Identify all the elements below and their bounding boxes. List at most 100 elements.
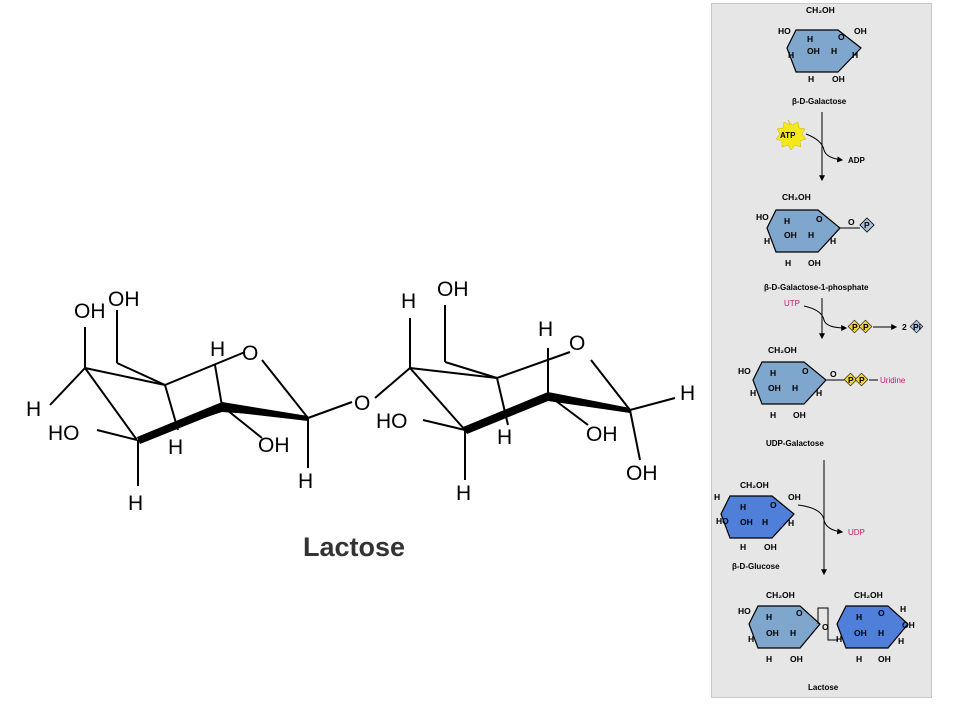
atom-oh-ch2-2: OH	[437, 278, 469, 301]
atom-o: O	[838, 32, 845, 42]
atom-oh: OH	[807, 46, 820, 56]
atom-h: H	[790, 628, 796, 638]
label-glucose: β-D-Glucose	[732, 562, 780, 571]
atom-oh-top: OH	[74, 300, 106, 323]
atom-oh: OH	[878, 654, 891, 664]
atom-h: H	[714, 492, 720, 502]
atom-h: H	[898, 636, 904, 646]
lactose-structure: OH OH H HO H H OH H H O O H OH H O H HO …	[26, 278, 695, 562]
atom-ch2oh: CH₂OH	[854, 590, 883, 600]
label-lactose: Lactose	[808, 683, 839, 692]
atom-h: H	[788, 518, 794, 528]
atom-h: H	[770, 410, 776, 420]
galactose-ring-right-wedge	[463, 392, 548, 434]
atom-h-bottom-2: H	[456, 482, 471, 505]
atom-h-top: H	[401, 290, 416, 313]
atom-ho: HO	[738, 366, 751, 376]
atom-oh-low-2: OH	[626, 462, 658, 485]
atom-o: O	[802, 366, 809, 376]
atom-ho: HO	[778, 26, 791, 36]
atom-oh-low: OH	[258, 434, 290, 457]
p-label: P	[863, 322, 869, 332]
atom-ho: HO	[738, 606, 751, 616]
atom-ch2oh: CH₂OH	[768, 345, 797, 355]
atom-h: H	[766, 612, 772, 622]
atom-oh: OH	[808, 258, 821, 268]
atom-h: H	[766, 654, 772, 664]
atom-h: H	[748, 634, 754, 644]
atom-oh: OH	[766, 628, 779, 638]
atom-ho: HO	[756, 212, 769, 222]
atom-ho-left: HO	[48, 422, 80, 445]
atom-ch2oh: CH₂OH	[782, 192, 811, 202]
galactose-ring	[786, 29, 862, 73]
adp-label: ADP	[848, 156, 866, 165]
atom-h: H	[740, 502, 746, 512]
atom-h-mid: H	[168, 436, 183, 459]
galactose-molecule: CH₂OH O HO OH H OH H H H H OH	[778, 5, 867, 84]
atom-h: H	[878, 628, 884, 638]
atp-label: ATP	[780, 131, 796, 140]
atom-h: H	[852, 50, 858, 60]
atom-oh: OH	[788, 492, 801, 502]
atom-bridge-o: O	[354, 392, 370, 415]
label-udp-galactose: UDP-Galactose	[766, 439, 824, 448]
uridine-label: Uridine	[880, 376, 906, 385]
atom-h: H	[750, 388, 756, 398]
atom-oh: OH	[740, 517, 753, 527]
utp-label: UTP	[784, 299, 800, 308]
atom-h-upper: H	[210, 338, 225, 361]
two-label: 2	[902, 322, 907, 332]
udp-label: UDP	[848, 528, 865, 537]
atom-h-upper-2: H	[538, 318, 553, 341]
atom-o: O	[830, 369, 837, 379]
atom-oh: OH	[854, 26, 867, 36]
atom-h: H	[785, 258, 791, 268]
atom-ch2oh: CH₂OH	[740, 480, 769, 490]
atom-h: H	[808, 230, 814, 240]
main-title: Lactose	[303, 532, 405, 562]
atom-h: H	[836, 634, 842, 644]
atom-oh: OH	[832, 74, 845, 84]
p-label: P	[852, 322, 858, 332]
atom-ch2oh: CH₂OH	[806, 5, 835, 15]
atom-h: H	[856, 612, 862, 622]
atom-oh: OH	[902, 620, 915, 630]
phosphate-diamond	[859, 217, 875, 233]
atom-o-ring: O	[242, 342, 258, 365]
atom-h: H	[740, 542, 746, 552]
lactose-product: CH₂OH CH₂OH HO H OH H H H OH O O H OH H …	[738, 590, 915, 664]
atom-ho: HO	[716, 516, 729, 526]
label-galactose-1-phosphate: β-D-Galactose-1-phosphate	[764, 283, 869, 292]
glucose-ring-left-bonds	[49, 310, 353, 486]
atom-h-low: H	[298, 470, 313, 493]
udp-galactose-molecule: CH₂OH O HO H OH H H H H OH O P P Uridine	[738, 345, 906, 420]
pi-diamond	[909, 319, 924, 334]
atom-oh: OH	[790, 654, 803, 664]
atom-h: H	[831, 46, 837, 56]
atom-oh-ch2: OH	[108, 288, 140, 311]
atom-h: H	[807, 34, 813, 44]
atom-o: O	[816, 214, 823, 224]
label-galactose: β-D-Galactose	[792, 97, 847, 106]
arrow-udp	[797, 504, 844, 535]
atom-h: H	[808, 74, 814, 84]
atom-o: O	[796, 608, 803, 618]
atom-oh: OH	[793, 410, 806, 420]
atom-h: H	[784, 216, 790, 226]
atom-h-left: H	[26, 398, 41, 421]
atom-oh: OH	[768, 383, 781, 393]
atom-ch2oh: CH₂OH	[766, 590, 795, 600]
atom-oh-mid: OH	[586, 423, 618, 446]
galactose-1-phosphate-molecule: CH₂OH O HO H OH H H H H OH O P	[756, 192, 875, 268]
atom-o: O	[770, 500, 777, 510]
galactose-ring-right-bonds	[374, 305, 676, 480]
atom-oh: OH	[854, 628, 867, 638]
atom-h: H	[816, 388, 822, 398]
atom-oh: OH	[764, 542, 777, 552]
atom-h: H	[788, 50, 794, 60]
atom-h: H	[764, 236, 770, 246]
p-label: P	[848, 375, 854, 385]
